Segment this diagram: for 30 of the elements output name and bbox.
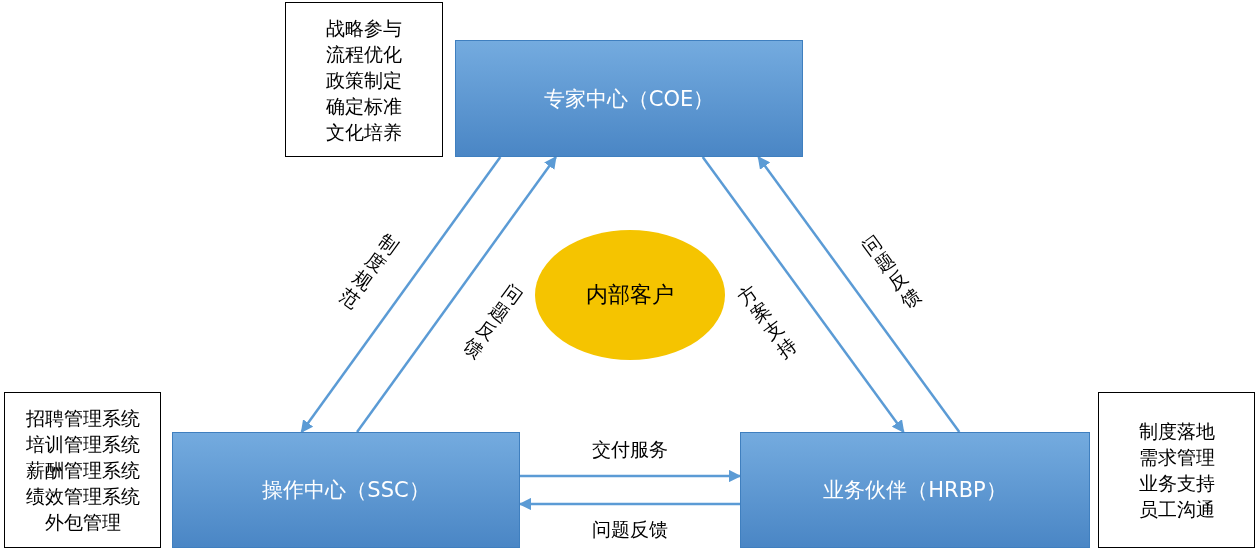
role-box [740, 432, 1090, 548]
duty-item: 需求管理 [1138, 445, 1215, 470]
duty-item: 政策制定 [326, 67, 402, 93]
center-label: 内部客户 [586, 281, 674, 309]
duty-item: 制度落地 [1138, 419, 1215, 444]
duty-item: 薪酬管理系统 [25, 458, 140, 483]
duty-item: 文化培养 [326, 119, 402, 145]
arrow [300, 156, 502, 433]
arrow [356, 156, 557, 433]
duty-item: 招聘管理系统 [25, 406, 140, 431]
duty-item: 培训管理系统 [25, 432, 140, 457]
arrow [520, 469, 742, 483]
duty-item: 确定标准 [326, 93, 402, 119]
duty-list-box [1098, 392, 1255, 548]
arrow [701, 156, 905, 433]
duty-list-box [285, 2, 443, 157]
duty-item: 外包管理 [44, 510, 121, 535]
duty-item: 业务支持 [1138, 471, 1215, 496]
duty-item: 流程优化 [326, 41, 402, 67]
duty-item: 员工沟通 [1138, 497, 1215, 522]
duty-item: 战略参与 [326, 15, 402, 41]
role-title: 操作中心（SSC） [262, 477, 430, 504]
arrow [518, 497, 740, 511]
role-box [455, 40, 803, 157]
role-title: 专家中心（COE） [543, 85, 715, 113]
role-box [172, 432, 520, 548]
arrow [757, 156, 961, 433]
duty-item: 绩效管理系统 [25, 484, 140, 509]
duty-list-box [4, 392, 161, 548]
role-title: 业务伙伴（HRBP） [823, 477, 1007, 504]
